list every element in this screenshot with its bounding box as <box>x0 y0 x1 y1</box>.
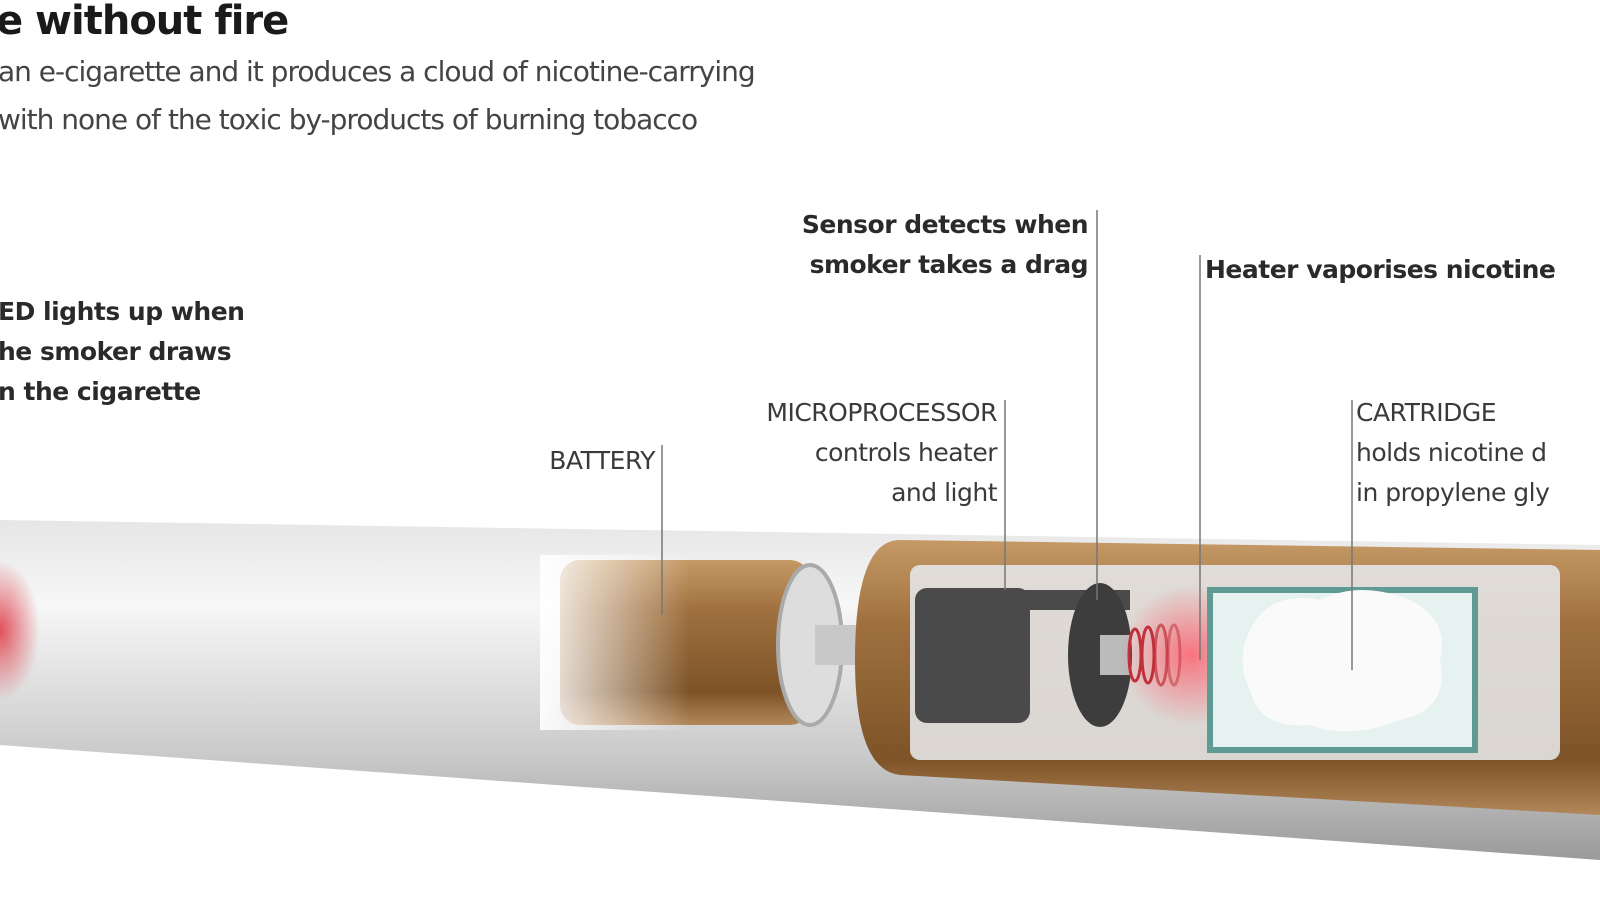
led-label-line: he smoker draws <box>0 337 232 366</box>
microprocessor-name: MICROPROCESSOR <box>766 398 997 427</box>
led-label: ED lights up when he smoker draws n the … <box>0 292 245 412</box>
cartridge-label: CARTRIDGE holds nicotine d in propylene … <box>1356 393 1550 513</box>
microprocessor-label: MICROPROCESSOR controls heater and light <box>766 393 997 513</box>
microprocessor-chip <box>915 588 1030 723</box>
nicotine-cloud <box>1242 590 1442 732</box>
heater-coil <box>1127 623 1182 687</box>
microprocessor-desc: controls heater <box>814 438 998 467</box>
leader-lines <box>661 210 1353 670</box>
cartridge-name: CARTRIDGE <box>1356 398 1497 427</box>
led-light <box>0 560 40 700</box>
microprocessor-desc: and light <box>891 478 997 507</box>
sensor-label-line: Sensor detects when <box>801 210 1089 239</box>
cartridge-desc: in propylene gly <box>1356 478 1550 507</box>
led-label-line: ED lights up when <box>0 297 245 326</box>
led-label-line: n the cigarette <box>0 377 201 406</box>
cartridge-desc: holds nicotine d <box>1356 438 1547 467</box>
subtitle-line-1: an e-cigarette and it produces a cloud o… <box>0 55 756 88</box>
subtitle-line-2: with none of the toxic by-products of bu… <box>0 103 698 136</box>
sensor-label-line: smoker takes a drag <box>809 250 1089 279</box>
battery-label: BATTERY <box>549 446 655 475</box>
page-title: e without fire <box>0 0 289 44</box>
sensor-label: Sensor detects when smoker takes a drag <box>801 205 1089 285</box>
heater-label: Heater vaporises nicotine <box>1205 255 1556 284</box>
